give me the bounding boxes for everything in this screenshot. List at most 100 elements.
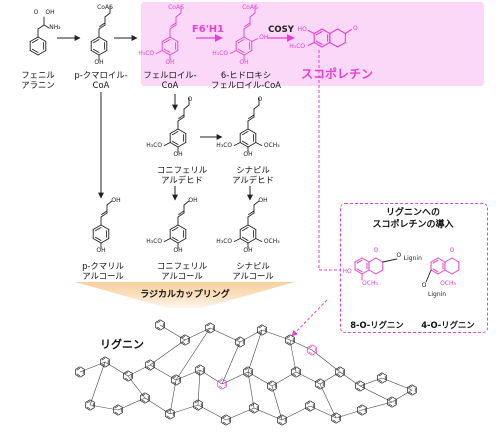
label-8-o-lignin: 8-O-リグニン xyxy=(350,320,404,330)
6-hydroxyferuloyl-coa-structure xyxy=(235,36,253,56)
sinapaldehyde-structure-ome: H₃CO xyxy=(216,141,233,149)
lignin-aromatic-unit xyxy=(267,380,277,392)
lignin-aromatic-unit xyxy=(331,412,341,424)
lignin-aromatic-unit xyxy=(315,378,325,390)
scopoletin-8-o-lignin-benzene xyxy=(354,257,370,275)
sinapyl-alcohol-structure xyxy=(239,224,257,244)
lignin-aromatic-unit xyxy=(305,400,315,412)
lignin-aromatic-unit xyxy=(355,380,365,392)
6-hydroxyferuloyl-coa-structure-ome: H₃CO xyxy=(212,49,229,57)
label-6-hydroxyferuloyl-coa: 6-ヒドロキシフェルロイル-CoA xyxy=(211,70,281,90)
sinapaldehyde-structure-ome5: OCH₃ xyxy=(263,141,280,149)
lignin-aromatic-unit xyxy=(243,366,253,378)
label-coniferaldehyde: コニフェリルアルデヒド xyxy=(156,165,208,185)
scopoletin-4-o-lignin-o: O xyxy=(449,247,455,254)
sinapaldehyde-structure-end-group: O xyxy=(257,96,263,103)
label-sinapyl-alcohol: シナピルアルコール xyxy=(232,261,274,281)
phenylalanine-structure xyxy=(29,36,47,56)
arrow-scopoletin-into-lignin xyxy=(291,299,328,337)
label-sinapaldehyde: シナピルアルデヒド xyxy=(232,165,274,185)
lignin-aromatic-unit xyxy=(193,399,203,411)
label-phenylalanine: フェニルアラニン xyxy=(21,70,55,90)
scopoletin-h3co: H₃CO xyxy=(289,42,306,50)
lignin-aromatic-unit xyxy=(75,366,85,378)
scopoletin-4-o-lignin-lignin: Lignin xyxy=(428,291,447,298)
coniferyl-alcohol-structure-oh: OH xyxy=(173,247,183,254)
6-hydroxyferuloyl-coa-structure-end-group: CoAS xyxy=(242,4,258,11)
lignin-aromatic-unit xyxy=(195,364,205,376)
p-coumaroyl-coa-structure-oh: OH xyxy=(94,59,104,66)
label-scopoletin: スコポレチン xyxy=(300,67,374,81)
lignin-aromatic-unit xyxy=(257,324,267,336)
enzyme-f6h1: F6'H1 xyxy=(191,24,225,35)
lignin-aromatic-unit xyxy=(205,322,215,334)
lignin-aromatic-unit xyxy=(123,370,133,382)
lignin-scopoletin-unit xyxy=(217,378,227,390)
label-p-coumaryl-alcohol: p-クマリルアルコール xyxy=(82,261,124,281)
scopoletin-lignin-inset xyxy=(340,203,488,333)
label-4-o-lignin: 4-O-リグニン xyxy=(421,320,475,330)
sinapaldehyde-structure xyxy=(239,128,257,148)
feruloyl-coa-structure xyxy=(161,36,179,56)
coniferyl-alcohol-structure xyxy=(169,224,187,244)
lignin-title: リグニン xyxy=(100,338,144,351)
scopoletin-pathway-highlight xyxy=(141,2,484,86)
coniferaldehyde-structure-oh: OH xyxy=(173,151,183,158)
lignin-aromatic-unit xyxy=(171,374,181,386)
p-coumaroyl-coa-structure-end-group: CoAS xyxy=(97,4,113,11)
sinapyl-alcohol-structure-ome5: OCH₃ xyxy=(263,237,280,245)
coniferyl-alcohol-structure-end-group: OH xyxy=(188,197,198,204)
feruloyl-coa-structure-ome: H₃CO xyxy=(138,49,155,57)
scopoletin-4-o-lignin-ether-o: O xyxy=(421,282,427,289)
lignin-aromatic-unit xyxy=(221,414,231,426)
scopoletin-8-o-lignin-ho: HO xyxy=(342,268,352,275)
lignin-aromatic-unit xyxy=(407,384,417,396)
lignin-aromatic-unit xyxy=(140,392,150,404)
lignin-aromatic-unit xyxy=(235,336,245,348)
feruloyl-coa-structure-oh: OH xyxy=(165,59,175,66)
phenylalanine-o: O xyxy=(33,9,39,16)
lignin-aromatic-unit xyxy=(277,414,287,426)
lignin-aromatic-unit xyxy=(387,396,397,408)
scopoletin-pyrone-ring xyxy=(329,28,352,48)
feruloyl-coa-structure-end-group: CoAS xyxy=(168,4,184,11)
coniferaldehyde-structure xyxy=(169,128,187,148)
sinapyl-alcohol-structure-end-group: OH xyxy=(258,197,268,204)
sinapyl-alcohol-structure-oh: OH xyxy=(243,247,253,254)
lignin-aromatic-unit xyxy=(145,359,155,371)
6-hydroxyferuloyl-coa-structure-oh6: OH xyxy=(259,33,269,41)
inset-title: リグニンへのスコポレチンの導入 xyxy=(372,208,454,230)
lignin-aromatic-unit xyxy=(357,404,367,416)
p-coumaryl-alcohol-structure-oh: OH xyxy=(96,247,106,254)
6-hydroxyferuloyl-coa-structure-oh: OH xyxy=(239,59,249,66)
sinapyl-alcohol-structure-ome: H₃CO xyxy=(216,237,233,245)
lignin-aromatic-unit xyxy=(249,402,259,414)
enzyme-cosy: COSY xyxy=(268,25,294,35)
scopoletin-8-o-lignin-o: O xyxy=(373,247,379,254)
lignin-aromatic-unit xyxy=(85,399,95,411)
label-coniferyl-alcohol: コニフェリルアルコール xyxy=(156,261,208,281)
label-p-coumaroyl-coa: p-クマロイル-CoA xyxy=(74,70,128,90)
lignin-aromatic-unit xyxy=(377,372,387,384)
lignin-aromatic-unit xyxy=(100,356,110,368)
sinapaldehyde-structure-oh: OH xyxy=(243,151,253,158)
coniferaldehyde-structure-ome: H₃CO xyxy=(146,141,163,149)
scopoletin-ho: HO xyxy=(297,25,307,33)
p-coumaroyl-coa-structure xyxy=(90,36,108,56)
phenylalanine-nh2: NH₂ xyxy=(49,24,61,31)
lignin-aromatic-unit xyxy=(165,408,175,420)
lignin-aromatic-unit xyxy=(291,366,301,378)
label-feruloyl-coa: フェルロイル-CoA xyxy=(143,70,197,90)
p-coumaryl-alcohol-structure xyxy=(92,224,110,244)
lignin-aromatic-unit xyxy=(113,404,123,416)
scopoletin-carbonyl-o: O xyxy=(353,24,358,32)
scopoletin-4-o-lignin-benzene xyxy=(430,257,446,275)
lignin-aromatic-unit xyxy=(285,334,295,346)
scopoletin-8-o-lignin-och3: OCH₃ xyxy=(362,280,378,287)
coniferyl-alcohol-structure-ome: H₃CO xyxy=(146,237,163,245)
scopoletin-benzene-ring xyxy=(313,28,331,48)
scopoletin-8-o-lignin-lignin: Lignin xyxy=(403,255,422,262)
lignin-aromatic-unit xyxy=(155,319,165,331)
reaction-arrows xyxy=(57,34,340,337)
